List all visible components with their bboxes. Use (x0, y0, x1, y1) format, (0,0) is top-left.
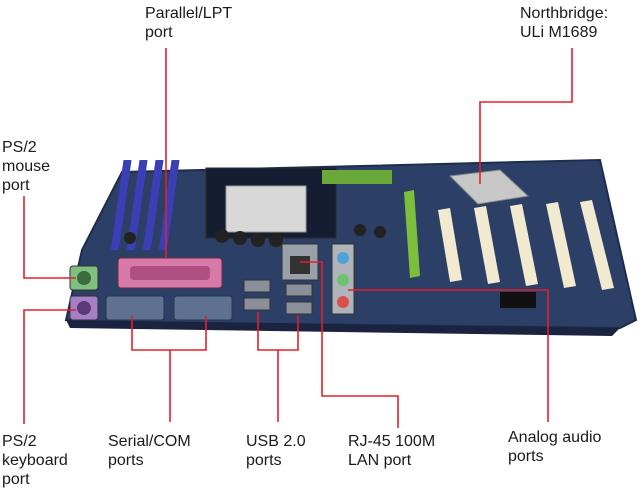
ide-connector (322, 170, 392, 184)
capacitor (374, 226, 386, 238)
capacitor (233, 231, 247, 245)
ps2-keyboard-socket (77, 301, 91, 315)
parallel-port-label: Parallel/LPT port (145, 5, 233, 41)
usb-port (243, 297, 271, 311)
southbridge-chip (500, 292, 536, 308)
cpu-socket (225, 185, 307, 233)
capacitor (215, 229, 229, 243)
ps2-mouse-socket (77, 271, 91, 285)
capacitor (269, 233, 283, 247)
pci-slot (546, 202, 576, 288)
lan-port-label: RJ-45 100M LAN port (348, 433, 436, 469)
ram-slot (142, 160, 164, 250)
ram-slot (110, 160, 132, 250)
pci-slot (510, 204, 538, 286)
usb-ports-label: USB 2.0 ports (246, 433, 306, 469)
audio-jack-blue (337, 252, 349, 264)
northbridge-label: Northbridge: ULi M1689 (520, 5, 609, 41)
pcb-shadow-edge (66, 320, 620, 336)
usb-port (285, 301, 313, 315)
agp-slot (404, 190, 420, 278)
audio-jack-green (337, 274, 349, 286)
ps2-mouse-label: PS/2 mouse port (2, 139, 51, 194)
northbridge-heatsink (448, 169, 530, 205)
parallel-port-pins (130, 266, 210, 280)
ram-slot (158, 160, 180, 250)
serial-port (173, 295, 233, 321)
ps2-keyboard-label: PS/2 keyboard port (2, 433, 68, 488)
lan-port-socket (290, 256, 310, 274)
serial-port (105, 295, 165, 321)
capacitor (124, 232, 136, 244)
usb-port (243, 279, 271, 293)
usb-port (285, 283, 313, 297)
ram-slot (126, 160, 148, 250)
serial-ports-label: Serial/COM ports (108, 433, 191, 469)
pci-slot (438, 208, 462, 282)
audio-ports-label: Analog audio ports (508, 429, 602, 465)
audio-jack-red (337, 296, 349, 308)
pci-slot (580, 200, 614, 290)
leader-lines (23, 48, 573, 428)
capacitor (251, 233, 265, 247)
capacitor (354, 224, 366, 236)
pci-slot (474, 206, 500, 284)
